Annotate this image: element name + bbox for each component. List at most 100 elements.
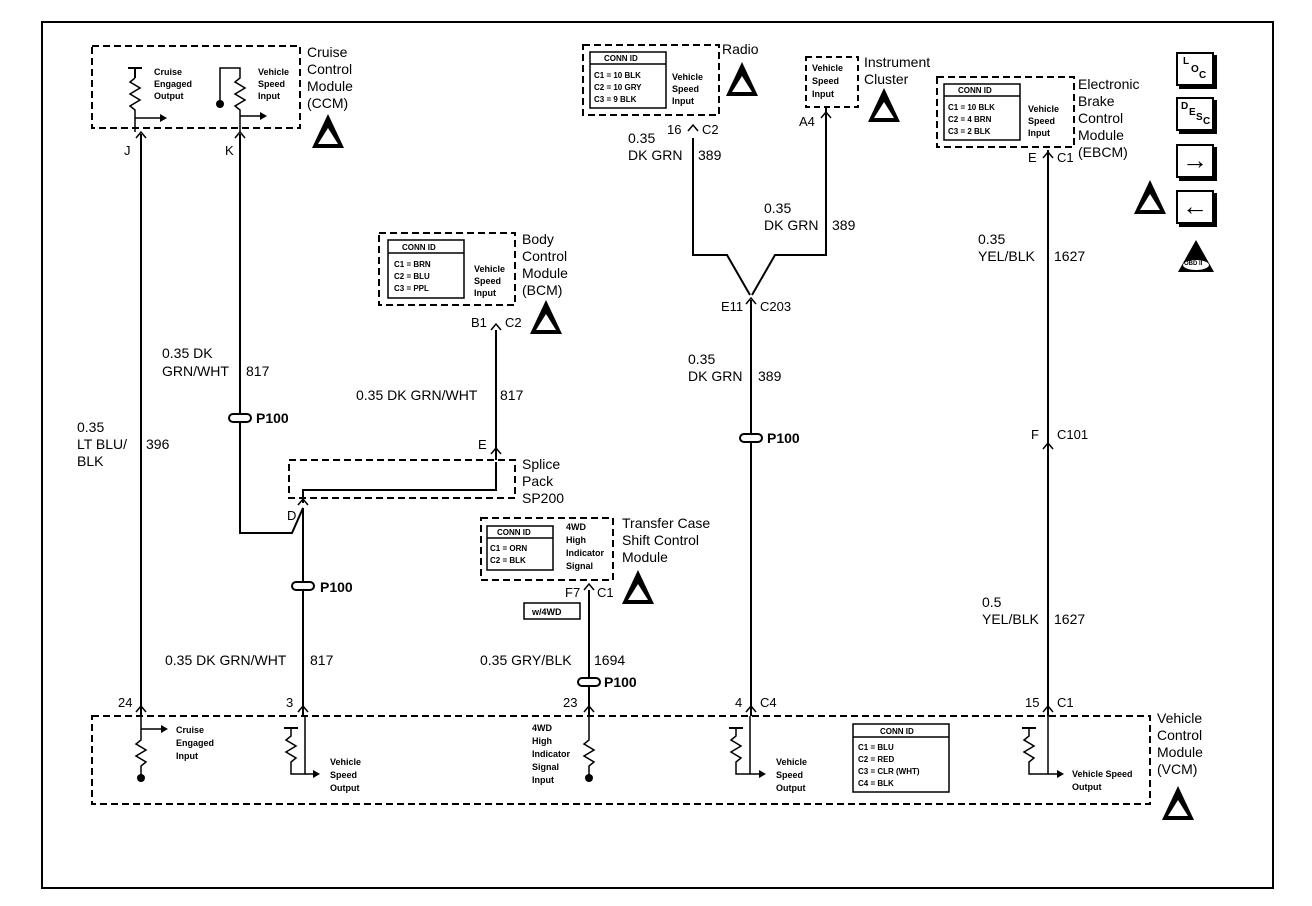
w1627b-color: YEL/BLK <box>982 611 1039 627</box>
ebcm-name-2: Brake <box>1078 93 1115 109</box>
radio-conn-title: CONN ID <box>604 54 638 63</box>
pin-vcm-23: 23 <box>563 695 577 710</box>
wires <box>140 108 1049 716</box>
ccm-in2-label-3: Input <box>258 91 280 101</box>
w389a-color: DK GRN <box>628 147 682 163</box>
vcm-cruise-2: Engaged <box>176 738 214 748</box>
pin-vcm-15: 15 <box>1025 695 1039 710</box>
vcm-vso1-1: Vehicle <box>330 757 361 767</box>
ic-input-2: Speed <box>812 76 839 86</box>
splice-name-1: Splice <box>522 456 560 472</box>
arrow-left-icon: ← <box>1182 191 1208 221</box>
vcm-cruise-1: Cruise <box>176 725 204 735</box>
vcm-vso1-2: Speed <box>330 770 357 780</box>
vcm-conn-c2: C2 = RED <box>858 755 894 764</box>
obd-ii-icon[interactable]: OBD II <box>1176 238 1216 274</box>
bcm-name-2: Control <box>522 248 567 264</box>
w817a-color-2: GRN/WHT <box>162 363 229 379</box>
vcm-name-4: (VCM) <box>1157 761 1197 777</box>
tccm-input-2: High <box>566 535 586 545</box>
ebcm-input-2: Speed <box>1028 116 1055 126</box>
p100-label-3: P100 <box>767 430 800 446</box>
pin-vcm-4: 4 <box>735 695 742 710</box>
pin-tccm-c1: C1 <box>597 585 614 600</box>
pin-c101-f: F <box>1031 427 1039 442</box>
w389a-circuit: 389 <box>698 147 722 163</box>
vcm-4wd-1: 4WD <box>532 723 553 733</box>
bcm-conn-c3: C3 = PPL <box>394 284 429 293</box>
splice-pack: Splice Pack SP200 <box>288 456 564 506</box>
p100-label-2: P100 <box>320 579 353 595</box>
ccm-in2-label-2: Speed <box>258 79 285 89</box>
ccm-in2-label-1: Vehicle <box>258 67 289 77</box>
nav-prev-button[interactable]: ← <box>1176 190 1214 224</box>
pin-vcm-c1: C1 <box>1057 695 1074 710</box>
nav-loc-c: C <box>1199 70 1207 81</box>
ic-input-3: Input <box>812 89 834 99</box>
radio-input-2: Speed <box>672 84 699 94</box>
pin-bcm-b1: B1 <box>471 315 487 330</box>
ccm-name-2: Control <box>307 61 352 77</box>
nav-next-button[interactable]: → <box>1176 144 1214 178</box>
w817b-color: 0.35 DK GRN/WHT <box>356 387 478 403</box>
pin-ebcm-c1: C1 <box>1057 150 1074 165</box>
vcm-vso1-3: Output <box>330 783 360 793</box>
pin-c203-e11: E11 <box>721 299 743 314</box>
vcm-cruise-3: Input <box>176 751 198 761</box>
w389b-color: DK GRN <box>764 217 818 233</box>
vcm-4wd-3: Indicator <box>532 749 571 759</box>
pin-tccm-f7: F7 <box>565 585 580 600</box>
tccm-name-2: Shift Control <box>622 532 699 548</box>
nav-desc-e: E <box>1189 107 1196 118</box>
radio-conn-c2: C2 = 10 GRY <box>594 83 642 92</box>
w396-color-2: BLK <box>77 453 104 469</box>
w1694-color: 0.35 GRY/BLK <box>480 652 572 668</box>
w389c-color: DK GRN <box>688 368 742 384</box>
pin-radio-16: 16 <box>667 122 681 137</box>
ic-name-2: Cluster <box>864 71 909 87</box>
w389c-gauge: 0.35 <box>688 351 715 367</box>
nav-loc-button[interactable]: L O C <box>1176 52 1214 86</box>
vcm-module: Vehicle Control Module (VCM) Cruise Enga… <box>91 710 1203 820</box>
tccm-input-3: Indicator <box>566 548 605 558</box>
vcm-name-2: Control <box>1157 727 1202 743</box>
w817b-circuit: 817 <box>500 387 524 403</box>
bcm-input-2: Speed <box>474 276 501 286</box>
ccm-in1-label-2: Engaged <box>154 79 192 89</box>
radio-name: Radio <box>722 41 759 57</box>
pin-ccm-j: J <box>124 143 131 158</box>
bcm-input-1: Vehicle <box>474 264 505 274</box>
vcm-vso2-1: Vehicle <box>776 757 807 767</box>
w389b-circuit: 389 <box>832 217 856 233</box>
pin-ccm-k: K <box>225 143 234 158</box>
vcm-4wd-2: High <box>532 736 552 746</box>
bcm-input-3: Input <box>474 288 496 298</box>
ic-name-1: Instrument <box>864 54 930 70</box>
w1627a-circuit: 1627 <box>1054 248 1085 264</box>
nav-loc-o: O <box>1191 64 1199 75</box>
vcm-vso2-2: Speed <box>776 770 803 780</box>
bcm-name-1: Body <box>522 231 554 247</box>
bcm-name-3: Module <box>522 265 568 281</box>
tccm-input-1: 4WD <box>566 522 587 532</box>
tccm-conn-c2: C2 = BLK <box>490 556 526 565</box>
ccm-in1-label-1: Cruise <box>154 67 182 77</box>
pin-vcm-3: 3 <box>286 695 293 710</box>
pin-bcm-c2: C2 <box>505 315 522 330</box>
vcm-conn-title: CONN ID <box>880 727 914 736</box>
splice-name-3: SP200 <box>522 490 564 506</box>
ebcm-conn-c2: C2 = 4 BRN <box>948 115 992 124</box>
vcm-vso3-1: Vehicle Speed <box>1072 769 1133 779</box>
ebcm-name-4: Module <box>1078 127 1124 143</box>
w396-gauge: 0.35 <box>77 419 104 435</box>
pin-sp-d: D <box>287 508 296 523</box>
pin-sp-e: E <box>478 437 487 452</box>
pin-vcm-24: 24 <box>118 695 132 710</box>
tccm-conn-title: CONN ID <box>497 528 531 537</box>
bcm-conn-c1: C1 = BRN <box>394 260 431 269</box>
ebcm-module: CONN ID C1 = 10 BLK C2 = 4 BRN C3 = 2 BL… <box>936 76 1139 160</box>
w817a-circuit: 817 <box>246 363 270 379</box>
vcm-conn-c3: C3 = CLR (WHT) <box>858 767 920 776</box>
vcm-4wd-5: Input <box>532 775 554 785</box>
nav-desc-button[interactable]: D E S C <box>1176 97 1214 131</box>
